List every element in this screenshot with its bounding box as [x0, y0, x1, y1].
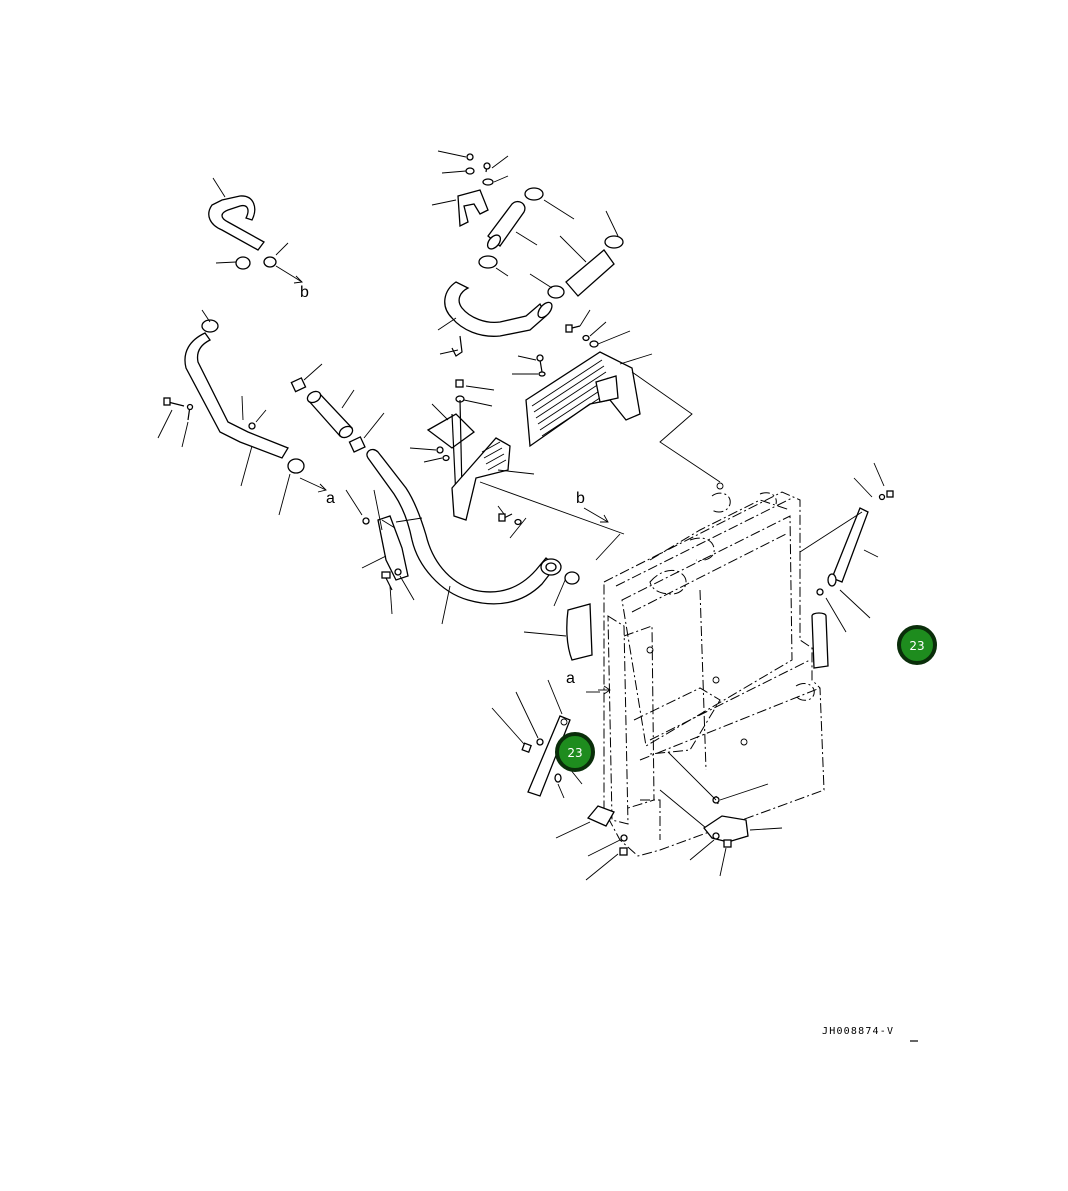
reference-letter-a: a [566, 670, 575, 687]
long-pipe [345, 448, 593, 661]
reference-letter-a: a [326, 490, 335, 507]
svg-text:23: 23 [567, 746, 582, 760]
lower-right-bracket [659, 751, 783, 877]
top-center-hoses [431, 150, 624, 357]
svg-text:23: 23 [909, 639, 924, 653]
short-hose-with-clamps [290, 363, 385, 453]
lower-left-stay [491, 679, 628, 881]
reference-letter-b: b [576, 490, 585, 507]
callout-badge-right[interactable]: 23 [897, 625, 937, 665]
middle-bracket [409, 379, 625, 539]
reference-letter-b: b [300, 284, 309, 301]
oil-cooler [512, 309, 653, 448]
callout-badge-lower[interactable]: 23 [555, 732, 595, 772]
cooler-leader-line [631, 371, 721, 483]
pipe-to-radiator-line [595, 533, 621, 561]
lower-left-hose [157, 309, 327, 516]
upper-left-hose [208, 177, 303, 284]
right-strut [799, 462, 894, 669]
drawing-reference-code: JH008874-V [822, 1026, 894, 1037]
